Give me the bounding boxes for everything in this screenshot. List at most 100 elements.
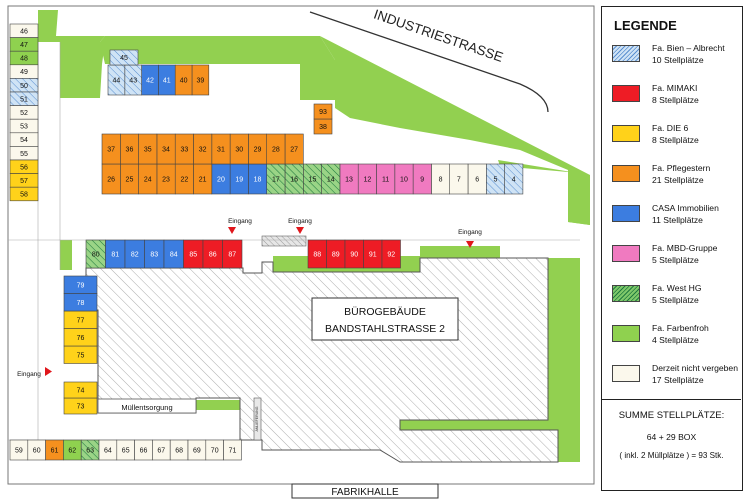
parking-space-cell-37	[101, 133, 121, 165]
parking-space-number-54: 54	[20, 137, 28, 144]
parking-space-35: 35	[138, 133, 158, 165]
waste-label: Müllentsorgung	[121, 403, 172, 412]
parking-space-number-32: 32	[199, 147, 207, 154]
parking-space-number-38: 38	[319, 124, 327, 131]
parking-space-70: 70	[205, 439, 224, 461]
parking-space-number-26: 26	[107, 177, 115, 184]
building-label-line1: BÜROGEBÄUDE	[344, 306, 426, 318]
parking-space-13: 13	[339, 163, 359, 195]
parking-space-number-4: 4	[512, 177, 516, 184]
parking-space-number-21: 21	[199, 177, 207, 184]
parking-space-cell-45	[109, 49, 139, 66]
parking-space-77: 77	[63, 310, 98, 329]
entrance-label-3: Eingang	[458, 229, 482, 236]
legend-count-farben: 4 Stellplätze	[652, 335, 699, 345]
parking-space-number-89: 89	[332, 252, 340, 259]
parking-space-88: 88	[307, 239, 327, 269]
parking-space-number-20: 20	[217, 177, 225, 184]
parking-space-number-91: 91	[369, 252, 377, 259]
parking-space-number-80: 80	[92, 252, 100, 259]
parking-space-91: 91	[363, 239, 383, 269]
parking-space-number-52: 52	[20, 110, 28, 117]
parking-space-number-75: 75	[77, 352, 85, 359]
parking-space-number-5: 5	[493, 177, 497, 184]
legend-count-die6: 8 Stellplätze	[652, 135, 699, 145]
parking-space-number-22: 22	[180, 177, 188, 184]
parking-space-86: 86	[202, 239, 223, 269]
parking-spaces: 4567891011121314151617181920212223242526…	[9, 23, 524, 461]
parking-space-20: 20	[211, 163, 231, 195]
parking-space-51: 51	[9, 91, 39, 106]
parking-space-12: 12	[357, 163, 377, 195]
parking-space-47: 47	[9, 37, 39, 52]
parking-space-81: 81	[105, 239, 126, 269]
parking-space-29: 29	[248, 133, 267, 165]
delivery-label: ANLIEFERUNG	[255, 406, 259, 431]
legend-swatch-mbd	[612, 245, 640, 262]
legend-swatch-farben	[612, 325, 640, 342]
parking-space-60: 60	[27, 439, 46, 461]
parking-space-number-48: 48	[20, 56, 28, 63]
parking-space-9: 9	[412, 163, 432, 195]
parking-space-cell-58	[9, 186, 39, 202]
parking-space-number-82: 82	[131, 252, 139, 259]
parking-space-64: 64	[98, 439, 118, 461]
parking-space-54: 54	[9, 132, 39, 147]
parking-space-number-58: 58	[20, 192, 28, 199]
legend-count-frei: 17 Stellplätze	[652, 375, 704, 385]
legend-name-mimaki: Fa. MIMAKI	[652, 83, 698, 93]
parking-space-number-35: 35	[144, 147, 152, 154]
hall-label: FABRIKHALLE	[331, 487, 399, 498]
parking-space-19: 19	[229, 163, 249, 195]
parking-space-84: 84	[163, 239, 184, 269]
parking-space-number-41: 41	[163, 78, 171, 85]
parking-space-number-78: 78	[77, 300, 85, 307]
parking-space-44: 44	[107, 64, 126, 96]
parking-space-58: 58	[9, 186, 39, 202]
parking-space-21: 21	[193, 163, 213, 195]
parking-space-6: 6	[467, 163, 487, 195]
parking-space-39: 39	[191, 64, 210, 96]
entrance-label-4: Eingang	[17, 371, 41, 378]
parking-space-number-55: 55	[20, 151, 28, 158]
legend-name-pflege: Fa. Pflegestern	[652, 163, 711, 173]
parking-space-number-70: 70	[211, 448, 219, 455]
parking-space-number-11: 11	[382, 177, 389, 184]
parking-space-55: 55	[9, 146, 39, 161]
legend-swatch-bien	[612, 45, 640, 62]
legend-count-mbd: 5 Stellplätze	[652, 255, 699, 265]
parking-space-76: 76	[63, 328, 98, 347]
parking-space-number-7: 7	[457, 177, 461, 184]
parking-space-number-65: 65	[122, 448, 130, 455]
parking-space-number-51: 51	[20, 96, 28, 103]
legend-title: LEGENDE	[614, 18, 677, 33]
parking-space-cell-71	[223, 439, 242, 461]
legend-count-west: 5 Stellplätze	[652, 295, 699, 305]
parking-space-number-45: 45	[120, 55, 128, 62]
parking-space-number-53: 53	[20, 124, 28, 131]
summary-total: ( inkl. 2 Müllplätze ) = 93 Stk.	[619, 451, 724, 460]
parking-space-25: 25	[120, 163, 139, 195]
legend-count-casa: 11 Stellplätze	[652, 215, 703, 225]
parking-space-number-61: 61	[51, 448, 59, 455]
parking-space-number-19: 19	[235, 177, 243, 184]
parking-space-number-88: 88	[313, 252, 321, 259]
parking-space-number-29: 29	[254, 147, 262, 154]
parking-space-number-33: 33	[180, 147, 188, 154]
parking-space-22: 22	[174, 163, 194, 195]
parking-space-number-23: 23	[162, 177, 170, 184]
building-label-box	[311, 297, 459, 341]
parking-space-number-66: 66	[140, 448, 148, 455]
parking-space-number-71: 71	[229, 448, 237, 455]
parking-space-number-34: 34	[162, 147, 170, 154]
parking-space-83: 83	[144, 239, 165, 269]
parking-space-48: 48	[9, 50, 39, 66]
parking-space-92: 92	[381, 239, 401, 269]
parking-space-30: 30	[229, 133, 249, 165]
parking-space-69: 69	[187, 439, 207, 461]
parking-space-40: 40	[174, 64, 193, 96]
